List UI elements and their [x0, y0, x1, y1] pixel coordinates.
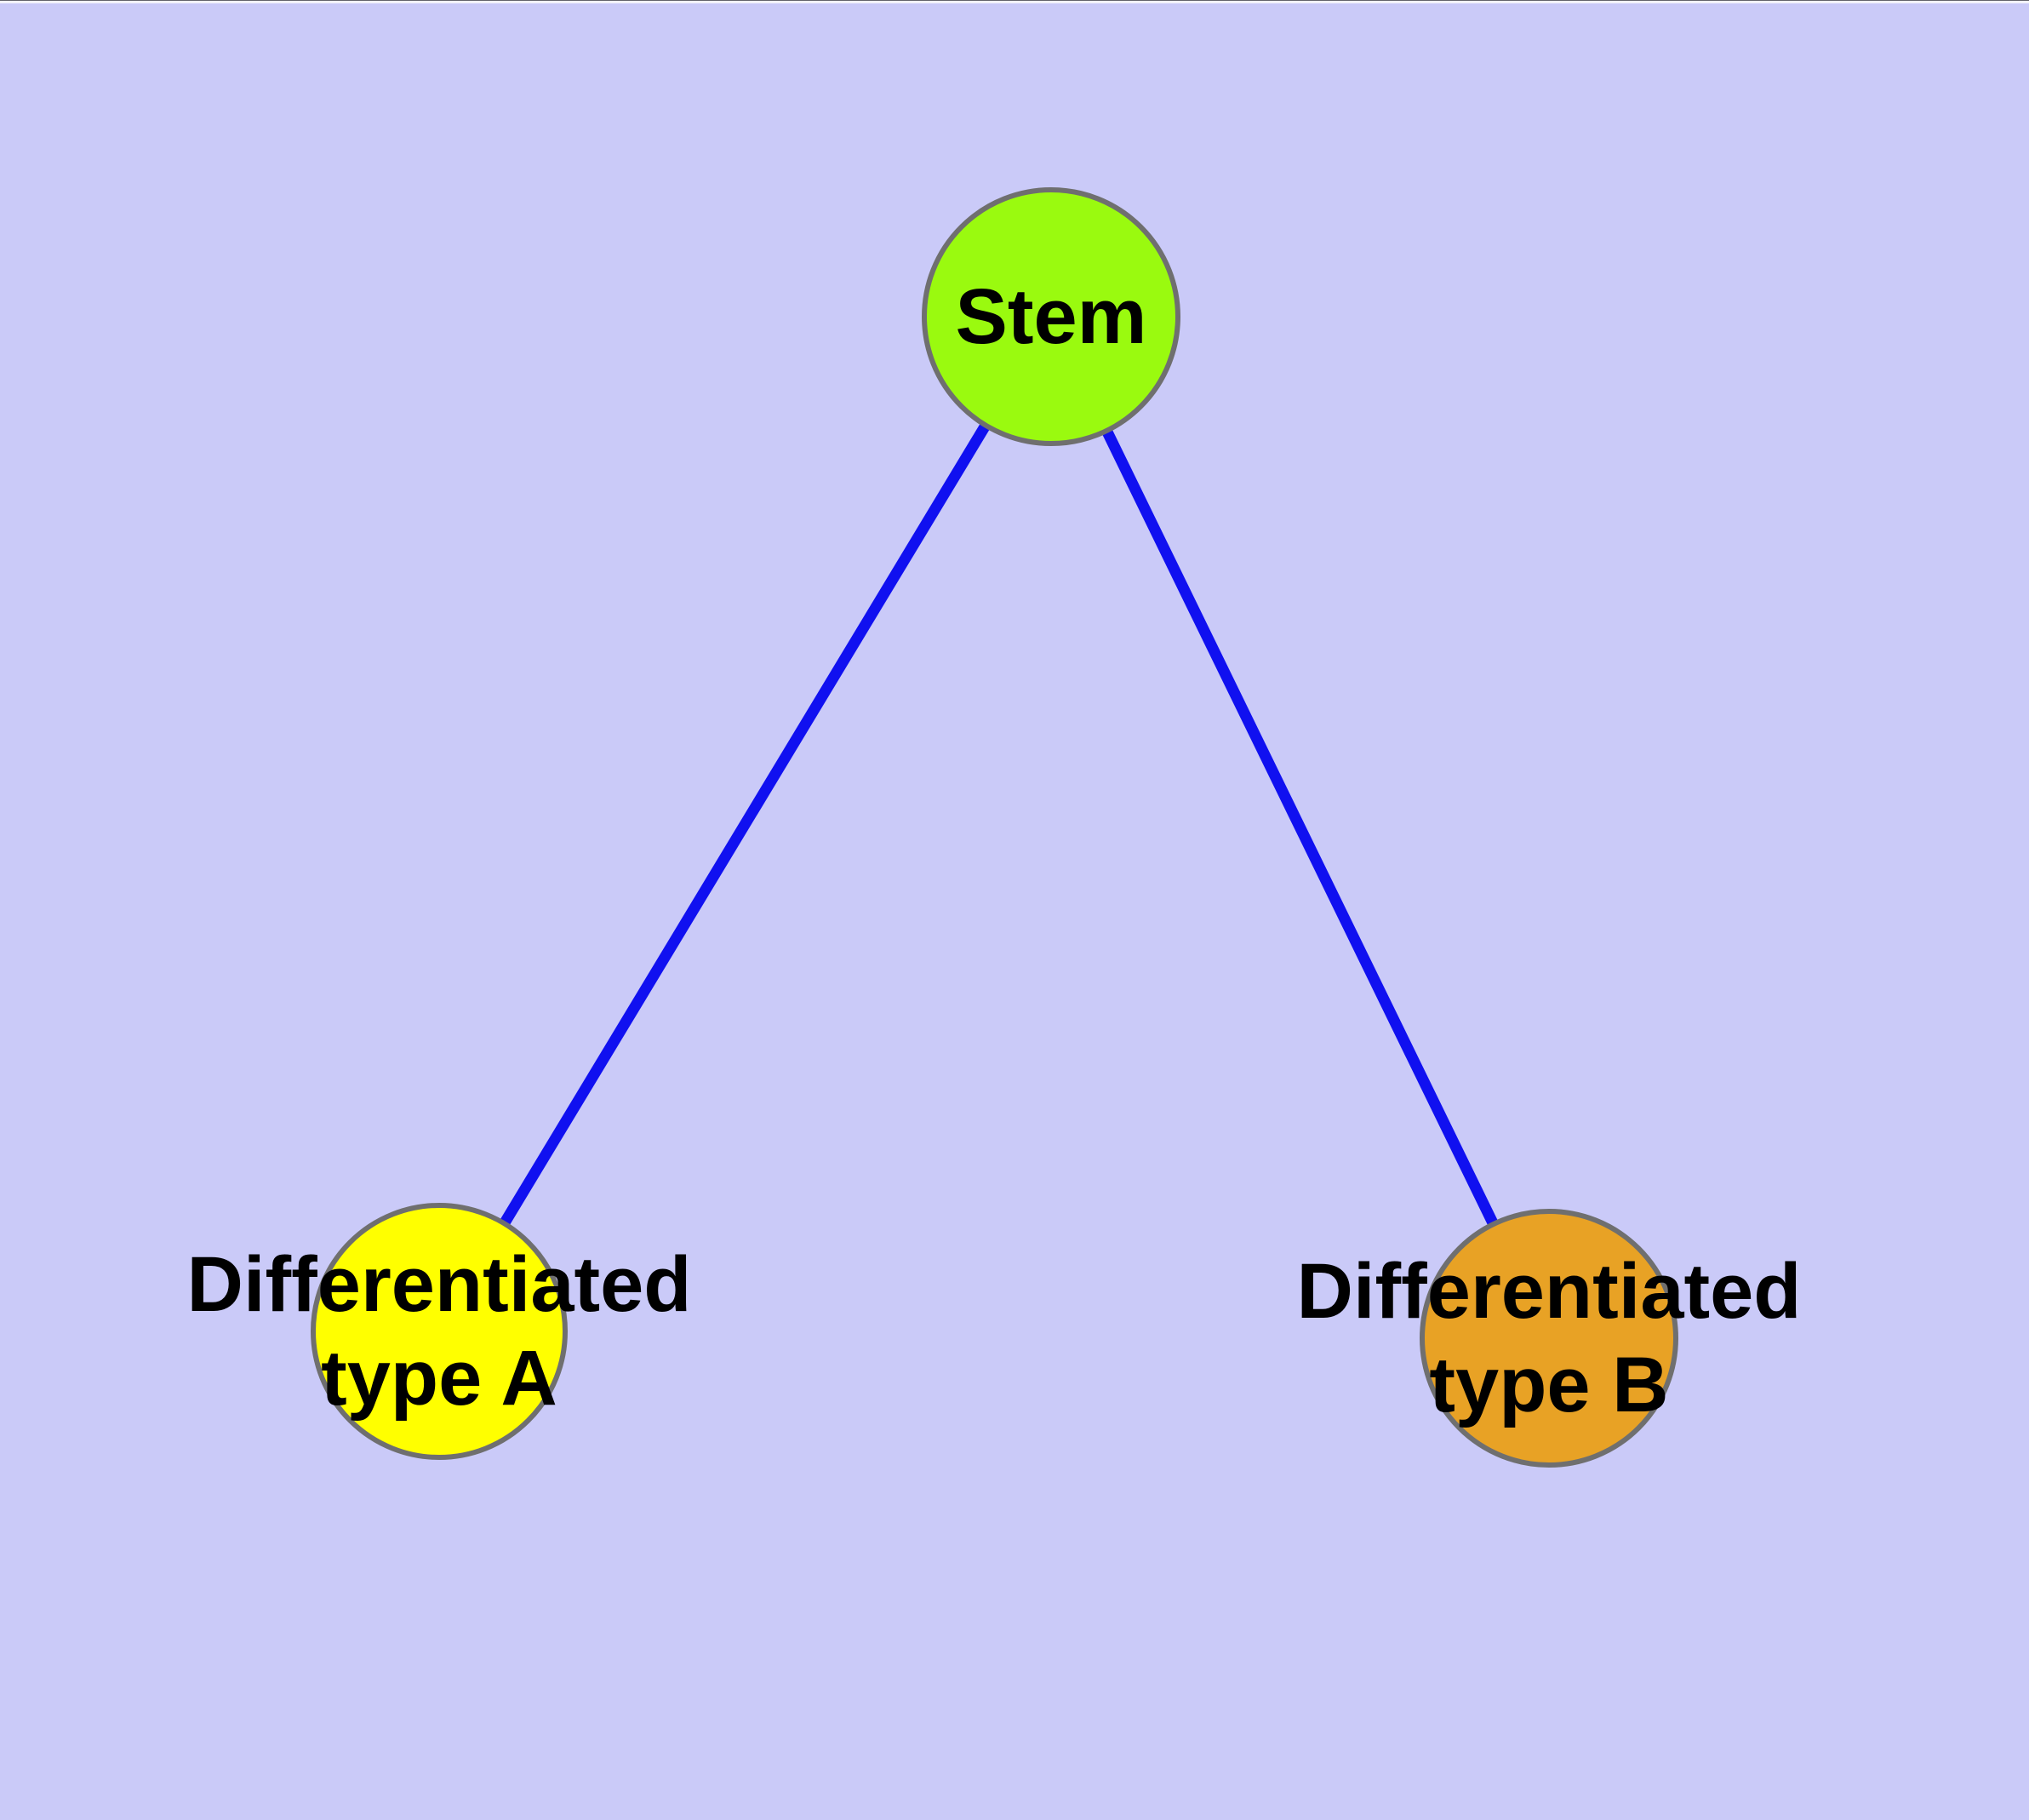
edge-stem-to-type-b — [1046, 314, 1554, 1341]
node-differentiated-type-a-label: Differentiated type A — [186, 1241, 692, 1422]
node-stem-label: Stem — [955, 273, 1147, 360]
node-differentiated-type-b-label: Differentiated type B — [1296, 1248, 1802, 1428]
node-differentiated-type-a[interactable]: Differentiated type A — [187, 1203, 691, 1460]
edge-stem-to-type-a — [434, 313, 1056, 1335]
window-top-border — [0, 0, 2029, 3]
node-stem[interactable]: Stem — [922, 187, 1180, 446]
node-differentiated-type-b[interactable]: Differentiated type B — [1297, 1209, 1801, 1468]
